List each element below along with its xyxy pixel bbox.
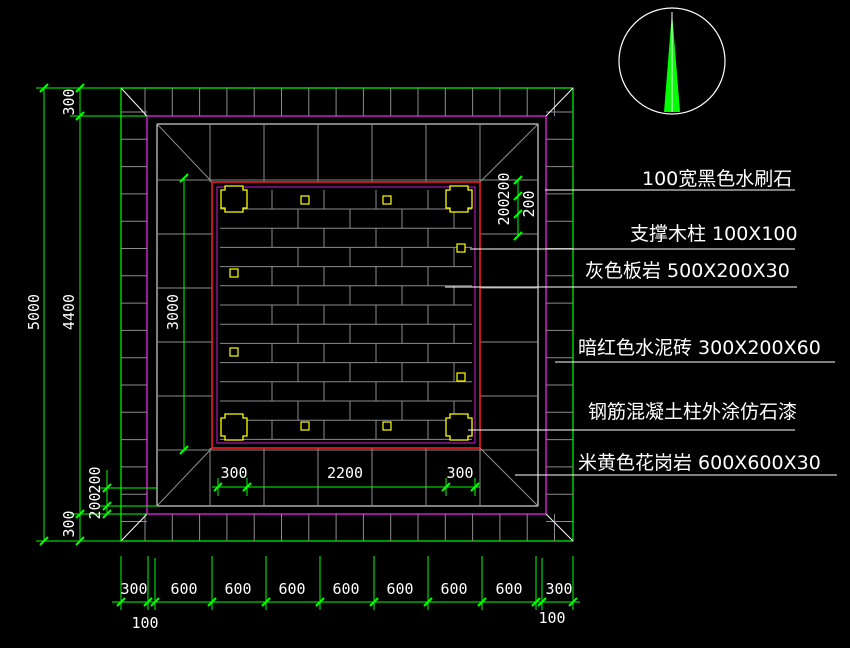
corner-diagonal [545, 513, 574, 542]
note-beige-granite: 米黄色花岗岩 600X600X30 [578, 452, 821, 474]
hip-line [156, 123, 213, 183]
dimension-tick [102, 501, 112, 511]
north-arrow-icon [618, 7, 726, 115]
timber-post [382, 195, 392, 205]
dim-bottom-segment: 600 [170, 580, 197, 598]
dimension-tick [423, 597, 433, 607]
hip-line [479, 447, 539, 507]
outer-coping-border [120, 87, 574, 542]
dim-top-strip-300: 300 [60, 88, 78, 115]
dim-inner-4400: 4400 [60, 294, 78, 330]
inner-paving-border [156, 123, 539, 507]
dimension-tick [477, 597, 487, 607]
dimension-tick [102, 483, 112, 493]
dimension-tick [470, 482, 480, 492]
timber-post [300, 195, 310, 205]
dimension-tick [369, 597, 379, 607]
concrete-column [445, 185, 473, 213]
pavement-lines [36, 83, 837, 610]
dimension-tick [75, 536, 85, 546]
timber-post [456, 372, 466, 382]
dimension-tick [261, 597, 271, 607]
timber-post [456, 243, 466, 253]
dim-bottom-200-b: 200 [86, 492, 104, 519]
timber-post [229, 347, 239, 357]
hip-line [156, 447, 213, 507]
dim-bottom-segment: 600 [224, 580, 251, 598]
dimension-tick [75, 111, 85, 121]
corner-diagonal [120, 513, 148, 542]
dimension-tick [179, 173, 189, 183]
dim-right-200-3: 200 [520, 190, 538, 217]
dimension-tick [116, 597, 126, 607]
concrete-column [220, 185, 248, 213]
note-timber-post: 支撑木柱 100X100 [630, 223, 798, 245]
dim-bottom-segment: 600 [332, 580, 359, 598]
dimension-tick [531, 597, 541, 607]
note-grey-slate: 灰色板岩 500X200X30 [585, 260, 790, 282]
magenta-plaza-border [216, 186, 476, 444]
dimension-tick [441, 482, 451, 492]
dimension-tick [513, 209, 523, 219]
dimension-tick [39, 83, 49, 93]
note-concrete-column: 钢筋混凝土柱外涂仿石漆 [588, 401, 797, 423]
dimension-tick [75, 83, 85, 93]
hip-line [479, 123, 539, 183]
dim-plaza-center-2200: 2200 [327, 464, 363, 482]
dimension-tick [213, 482, 223, 492]
concrete-column [445, 413, 473, 441]
dim-bottom-segment: 600 [278, 580, 305, 598]
timber-post [229, 268, 239, 278]
dimension-tick [143, 597, 153, 607]
dimension-tick [513, 191, 523, 201]
dim-bottom-segment: 600 [440, 580, 467, 598]
red-plaza-border [211, 181, 481, 449]
dimension-tick [102, 509, 112, 519]
dim-right-200-1: 200 [495, 172, 513, 199]
dimension-tick [207, 597, 217, 607]
dimension-tick [537, 597, 547, 607]
magenta-curb-border [146, 115, 547, 515]
note-black-granite-strip: 100宽黑色水刷石 [642, 168, 792, 190]
dimension-tick [513, 231, 523, 241]
material-notes: 100宽黑色水刷石 支撑木柱 100X100 灰色板岩 500X200X30 暗… [578, 168, 821, 474]
dimension-tick [75, 509, 85, 519]
dim-plaza-left-300: 300 [220, 464, 247, 482]
concrete-column [220, 413, 248, 441]
dim-bottom-segment: 300 [545, 580, 572, 598]
dim-bottom-200-a: 200 [86, 466, 104, 493]
dimension-tick [150, 597, 160, 607]
dim-bottom-extra-right-100: 100 [538, 609, 565, 627]
corner-diagonal [545, 87, 574, 117]
dimension-tick [568, 597, 578, 607]
dim-overall-5000: 5000 [25, 294, 43, 330]
dim-bottom-segment: 300 [120, 580, 147, 598]
dim-right-200-2: 200 [495, 198, 513, 225]
dimension-tick [242, 482, 252, 492]
dimension-tick [39, 536, 49, 546]
corner-diagonal [120, 87, 148, 117]
timber-post [382, 421, 392, 431]
dim-bottom-extra-left-100: 100 [131, 614, 158, 632]
dim-bottom-segment: 600 [386, 580, 413, 598]
timber-post [300, 421, 310, 431]
bottom-dimension-row: 300 600 600 600 600 600 600 600 300 [120, 580, 572, 598]
dim-plaza-right-300: 300 [446, 464, 473, 482]
dim-bottom-segment: 600 [495, 580, 522, 598]
dimension-tick [513, 175, 523, 185]
dim-inner-3000: 3000 [164, 294, 182, 330]
dimension-tick [179, 445, 189, 455]
dim-bottom-strip-300: 300 [60, 510, 78, 537]
dimension-tick [315, 597, 325, 607]
note-red-cement-brick: 暗红色水泥砖 300X200X60 [578, 337, 821, 359]
